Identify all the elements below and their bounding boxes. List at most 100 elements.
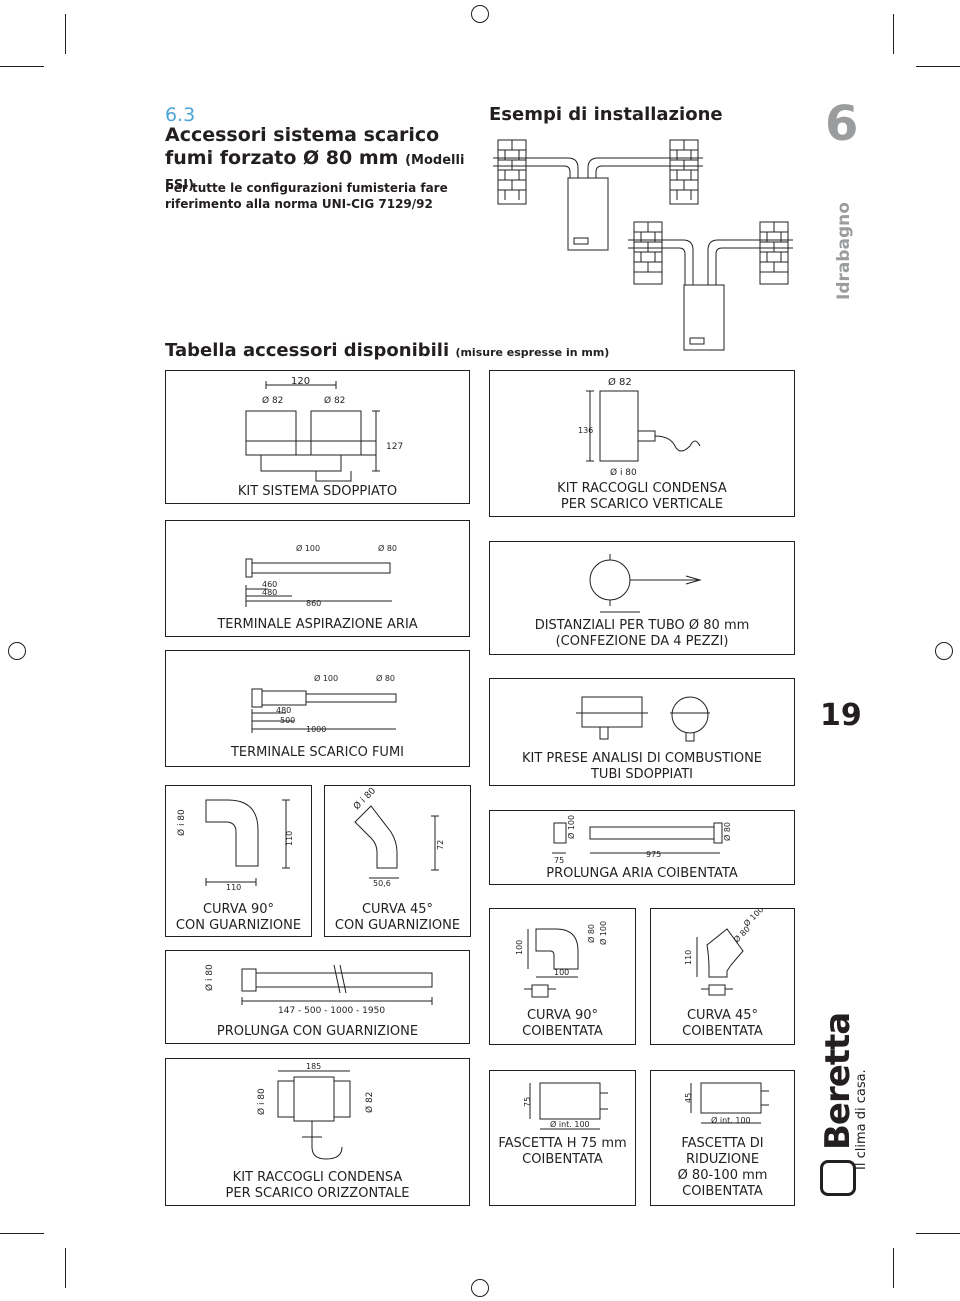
dim-label: Ø i 80 bbox=[204, 964, 215, 991]
accessory-card: 100 100 Ø 80 Ø 100 CURVA 90° COIBENTATA bbox=[489, 908, 636, 1045]
brand-slogan: Il clima di casa. bbox=[854, 1069, 869, 1170]
dim-label: Ø 82 bbox=[324, 395, 345, 406]
accessory-card: 110 Ø 80 Ø 100 CURVA 45° COIBENTATA bbox=[650, 908, 795, 1045]
accessory-card: 75 Ø int. 100 FASCETTA H 75 mm COIBENTAT… bbox=[489, 1070, 636, 1206]
brand-name-text: Beretta bbox=[818, 1012, 858, 1150]
dim-label: 110 bbox=[226, 883, 241, 892]
dim-label: 100 bbox=[515, 940, 524, 955]
accessory-caption: KIT RACCOGLI CONDENSA PER SCARICO ORIZZO… bbox=[225, 1170, 410, 1201]
dim-label: 75 bbox=[523, 1097, 532, 1107]
accessory-caption: CURVA 45° CON GUARNIZIONE bbox=[334, 902, 461, 933]
accessory-drawing: Ø 100 Ø 80 460 480 860 bbox=[245, 543, 397, 608]
dim-label: Ø i 80 bbox=[256, 1088, 267, 1115]
accessory-caption: KIT RACCOGLI CONDENSA PER SCARICO VERTIC… bbox=[557, 481, 727, 512]
dim-label: 136 bbox=[578, 426, 593, 435]
accessory-drawing: Ø i 80 72 50,6 bbox=[351, 786, 445, 888]
section-number: 6.3 bbox=[165, 104, 196, 126]
page-number: 19 bbox=[820, 698, 862, 733]
accessory-caption: TERMINALE ASPIRAZIONE ARIA bbox=[217, 617, 418, 632]
dim-label: Ø 100 bbox=[598, 921, 608, 945]
registration-mark bbox=[471, 1279, 489, 1297]
crop-mark bbox=[0, 66, 44, 67]
accessory-card: Ø i 80 110 110 CURVA 90° CON GUARNIZIONE bbox=[165, 785, 312, 937]
accessory-card: Ø 100 Ø 80 75 975 PROLUNGA ARIA COIBENTA… bbox=[489, 810, 795, 885]
crop-mark bbox=[893, 1248, 894, 1288]
dim-label: 480 bbox=[262, 588, 277, 597]
installation-illustration bbox=[493, 139, 793, 351]
beretta-logo-icon bbox=[820, 1160, 856, 1196]
accessory-drawing: 120 Ø 82 Ø 82 127 bbox=[245, 376, 403, 482]
crop-mark bbox=[916, 66, 960, 67]
accessory-card: Ø 100 Ø 80 480 500 1000 TERMINALE SCARIC… bbox=[165, 650, 470, 767]
dim-label: Ø 80 bbox=[586, 924, 596, 943]
dim-label: 500 bbox=[280, 716, 295, 725]
accessory-card: Ø 82 136 Ø i 80 KIT RACCOGLI CONDENSA PE… bbox=[489, 370, 795, 517]
section-title: Accessori sistema scarico fumi forzato Ø… bbox=[165, 124, 475, 197]
registration-mark bbox=[8, 642, 26, 660]
dim-label: Ø 82 bbox=[364, 1092, 375, 1113]
accessory-caption: FASCETTA DI RIDUZIONE Ø 80-100 mm COIBEN… bbox=[677, 1136, 768, 1199]
table-title-text: Tabella accessori disponibili bbox=[165, 340, 450, 361]
accessory-card: Ø i 80 147 - 500 - 1000 - 1950 PROLUNGA … bbox=[165, 950, 470, 1044]
table-title: Tabella accessori disponibili (misure es… bbox=[165, 340, 609, 361]
accessory-caption: CURVA 90° CON GUARNIZIONE bbox=[175, 902, 302, 933]
accessory-caption: PROLUNGA CON GUARNIZIONE bbox=[216, 1024, 419, 1039]
accessory-drawing: 45 Ø int. 100 bbox=[684, 1082, 769, 1125]
crop-mark bbox=[65, 1248, 66, 1288]
dim-label: Ø 100 bbox=[314, 673, 338, 683]
dim-label: 50,6 bbox=[373, 879, 391, 888]
accessory-caption: DISTANZIALI PER TUBO Ø 80 mm (CONFEZIONE… bbox=[534, 618, 750, 649]
accessory-caption: KIT PRESE ANALISI DI COMBUSTIONE TUBI SD… bbox=[521, 751, 763, 782]
section-title-suffix: (Modelli ESI) bbox=[165, 153, 465, 193]
crop-mark bbox=[893, 14, 894, 54]
dim-label: Ø int. 100 bbox=[711, 1115, 751, 1125]
accessory-card: Ø 100 Ø 80 460 480 860 TERMINALE ASPIRAZ… bbox=[165, 520, 470, 637]
accessory-caption: CURVA 90° COIBENTATA bbox=[522, 1008, 603, 1039]
dim-label: Ø 80 bbox=[378, 543, 397, 553]
table-note: (misure espresse in mm) bbox=[455, 346, 610, 359]
accessory-drawing: 100 100 Ø 80 Ø 100 bbox=[515, 921, 608, 998]
accessory-card: 185 Ø i 80 Ø 82 KIT RACCOGLI CONDENSA PE… bbox=[165, 1058, 470, 1206]
accessory-drawing: Ø 100 Ø 80 75 975 bbox=[552, 815, 732, 865]
dim-label: Ø int. 100 bbox=[550, 1119, 590, 1129]
dim-label: 45 bbox=[684, 1093, 693, 1103]
accessory-drawing bbox=[589, 554, 702, 613]
dim-label: Ø i 80 bbox=[176, 809, 187, 836]
accessory-card: DISTANZIALI PER TUBO Ø 80 mm (CONFEZIONE… bbox=[489, 541, 795, 655]
accessory-drawing: 185 Ø i 80 Ø 82 bbox=[256, 1062, 375, 1160]
crop-mark bbox=[0, 1233, 44, 1234]
dim-label: 147 - 500 - 1000 - 1950 bbox=[278, 1006, 385, 1016]
dim-label: 100 bbox=[554, 968, 569, 977]
section-title-text: Accessori sistema scarico fumi forzato Ø… bbox=[165, 124, 440, 169]
chapter-number: 6 bbox=[825, 96, 859, 152]
dim-label: Ø 82 bbox=[262, 395, 283, 406]
accessory-drawing: 110 Ø 80 Ø 100 bbox=[684, 909, 765, 996]
dim-label: Ø i 80 bbox=[610, 467, 637, 478]
dim-label: 480 bbox=[276, 706, 291, 715]
dim-label: Ø 100 bbox=[566, 815, 576, 839]
accessory-card: 45 Ø int. 100 FASCETTA DI RIDUZIONE Ø 80… bbox=[650, 1070, 795, 1206]
accessory-card: KIT PRESE ANALISI DI COMBUSTIONE TUBI SD… bbox=[489, 678, 795, 786]
registration-mark bbox=[935, 642, 953, 660]
accessory-caption: PROLUNGA ARIA COIBENTATA bbox=[546, 866, 738, 881]
accessory-caption: FASCETTA H 75 mm COIBENTATA bbox=[498, 1136, 627, 1167]
crop-mark bbox=[65, 14, 66, 54]
dim-label: 185 bbox=[306, 1062, 321, 1071]
dim-label: 75 bbox=[554, 856, 564, 865]
dim-label: 975 bbox=[646, 850, 661, 859]
accessory-drawing: 75 Ø int. 100 bbox=[523, 1082, 608, 1130]
accessory-caption: TERMINALE SCARICO FUMI bbox=[230, 745, 405, 760]
dim-label: Ø 80 bbox=[376, 673, 395, 683]
dim-label: 1000 bbox=[306, 725, 326, 734]
dim-label: 110 bbox=[684, 950, 693, 965]
registration-mark bbox=[471, 5, 489, 23]
dim-label: Ø i 80 bbox=[351, 786, 378, 812]
brand-name: Beretta bbox=[818, 1013, 858, 1150]
dim-label: Ø 100 bbox=[296, 543, 320, 553]
intro-text: Per tutte le configurazioni fumisteria f… bbox=[165, 181, 448, 211]
accessory-caption: CURVA 45° COIBENTATA bbox=[682, 1008, 763, 1039]
dim-label: 860 bbox=[306, 599, 321, 608]
install-title: Esempi di installazione bbox=[489, 104, 723, 125]
dim-label: 127 bbox=[386, 442, 403, 452]
dim-label: Ø 80 bbox=[722, 822, 732, 841]
